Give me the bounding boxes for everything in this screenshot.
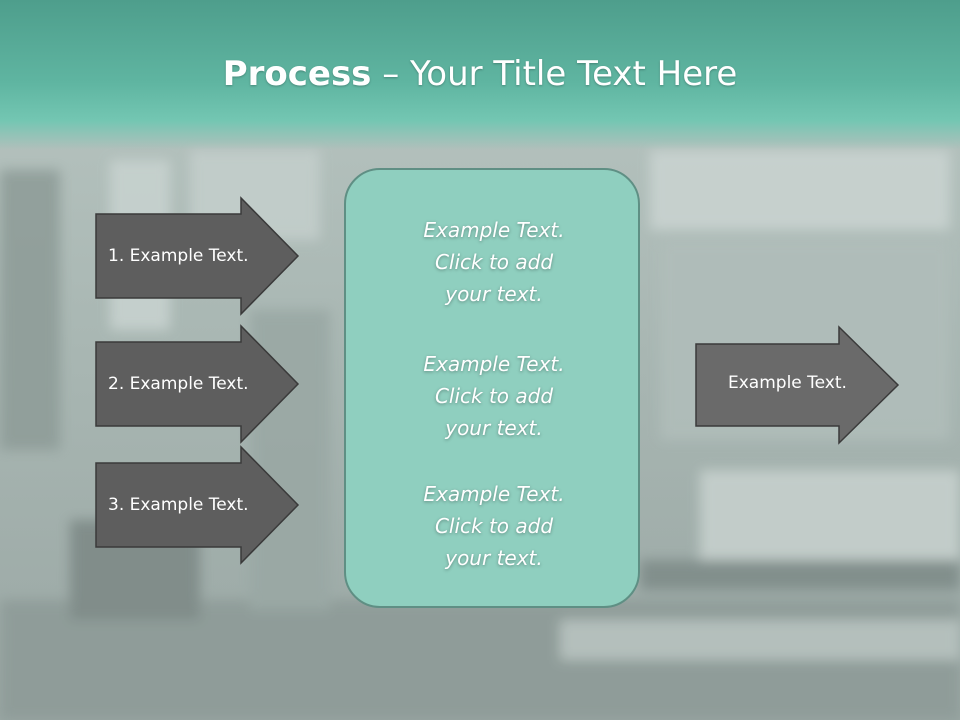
left-arrow-1-label: 1. Example Text. [108,246,249,266]
center-block-2-line-1: Example Text. [423,352,565,376]
left-arrow-3[interactable]: 3. Example Text. [95,445,300,565]
center-block-1-line-2: Click to add [434,250,554,274]
title-rest: – Your Title Text Here [371,54,738,94]
center-block-2-line-2: Click to add [434,384,554,408]
center-block-1: Example Text. Click to add your text. [346,214,642,310]
arrow-shape-icon [95,196,300,316]
center-block-3-line-1: Example Text. [423,482,565,506]
center-block-3-line-3: your text. [445,546,543,570]
arrow-shape-icon [95,445,300,565]
center-block-1-line-3: your text. [445,282,543,306]
center-block-3: Example Text. Click to add your text. [346,478,642,574]
right-arrow[interactable]: Example Text. [695,325,900,445]
left-arrow-2[interactable]: 2. Example Text. [95,324,300,444]
arrow-shape-icon [695,325,900,445]
arrow-shape-icon [95,324,300,444]
title-band [0,0,960,150]
left-arrow-1[interactable]: 1. Example Text. [95,196,300,316]
center-block-3-line-2: Click to add [434,514,554,538]
left-arrow-3-label: 3. Example Text. [108,495,249,515]
slide-title[interactable]: Process – Your Title Text Here [0,52,960,96]
center-block-2: Example Text. Click to add your text. [346,348,642,444]
right-arrow-label: Example Text. [728,373,847,393]
center-text-box[interactable]: Example Text. Click to add your text. Ex… [344,168,640,608]
center-block-2-line-3: your text. [445,416,543,440]
center-block-1-line-1: Example Text. [423,218,565,242]
left-arrow-2-label: 2. Example Text. [108,374,249,394]
title-bold: Process [222,54,372,94]
